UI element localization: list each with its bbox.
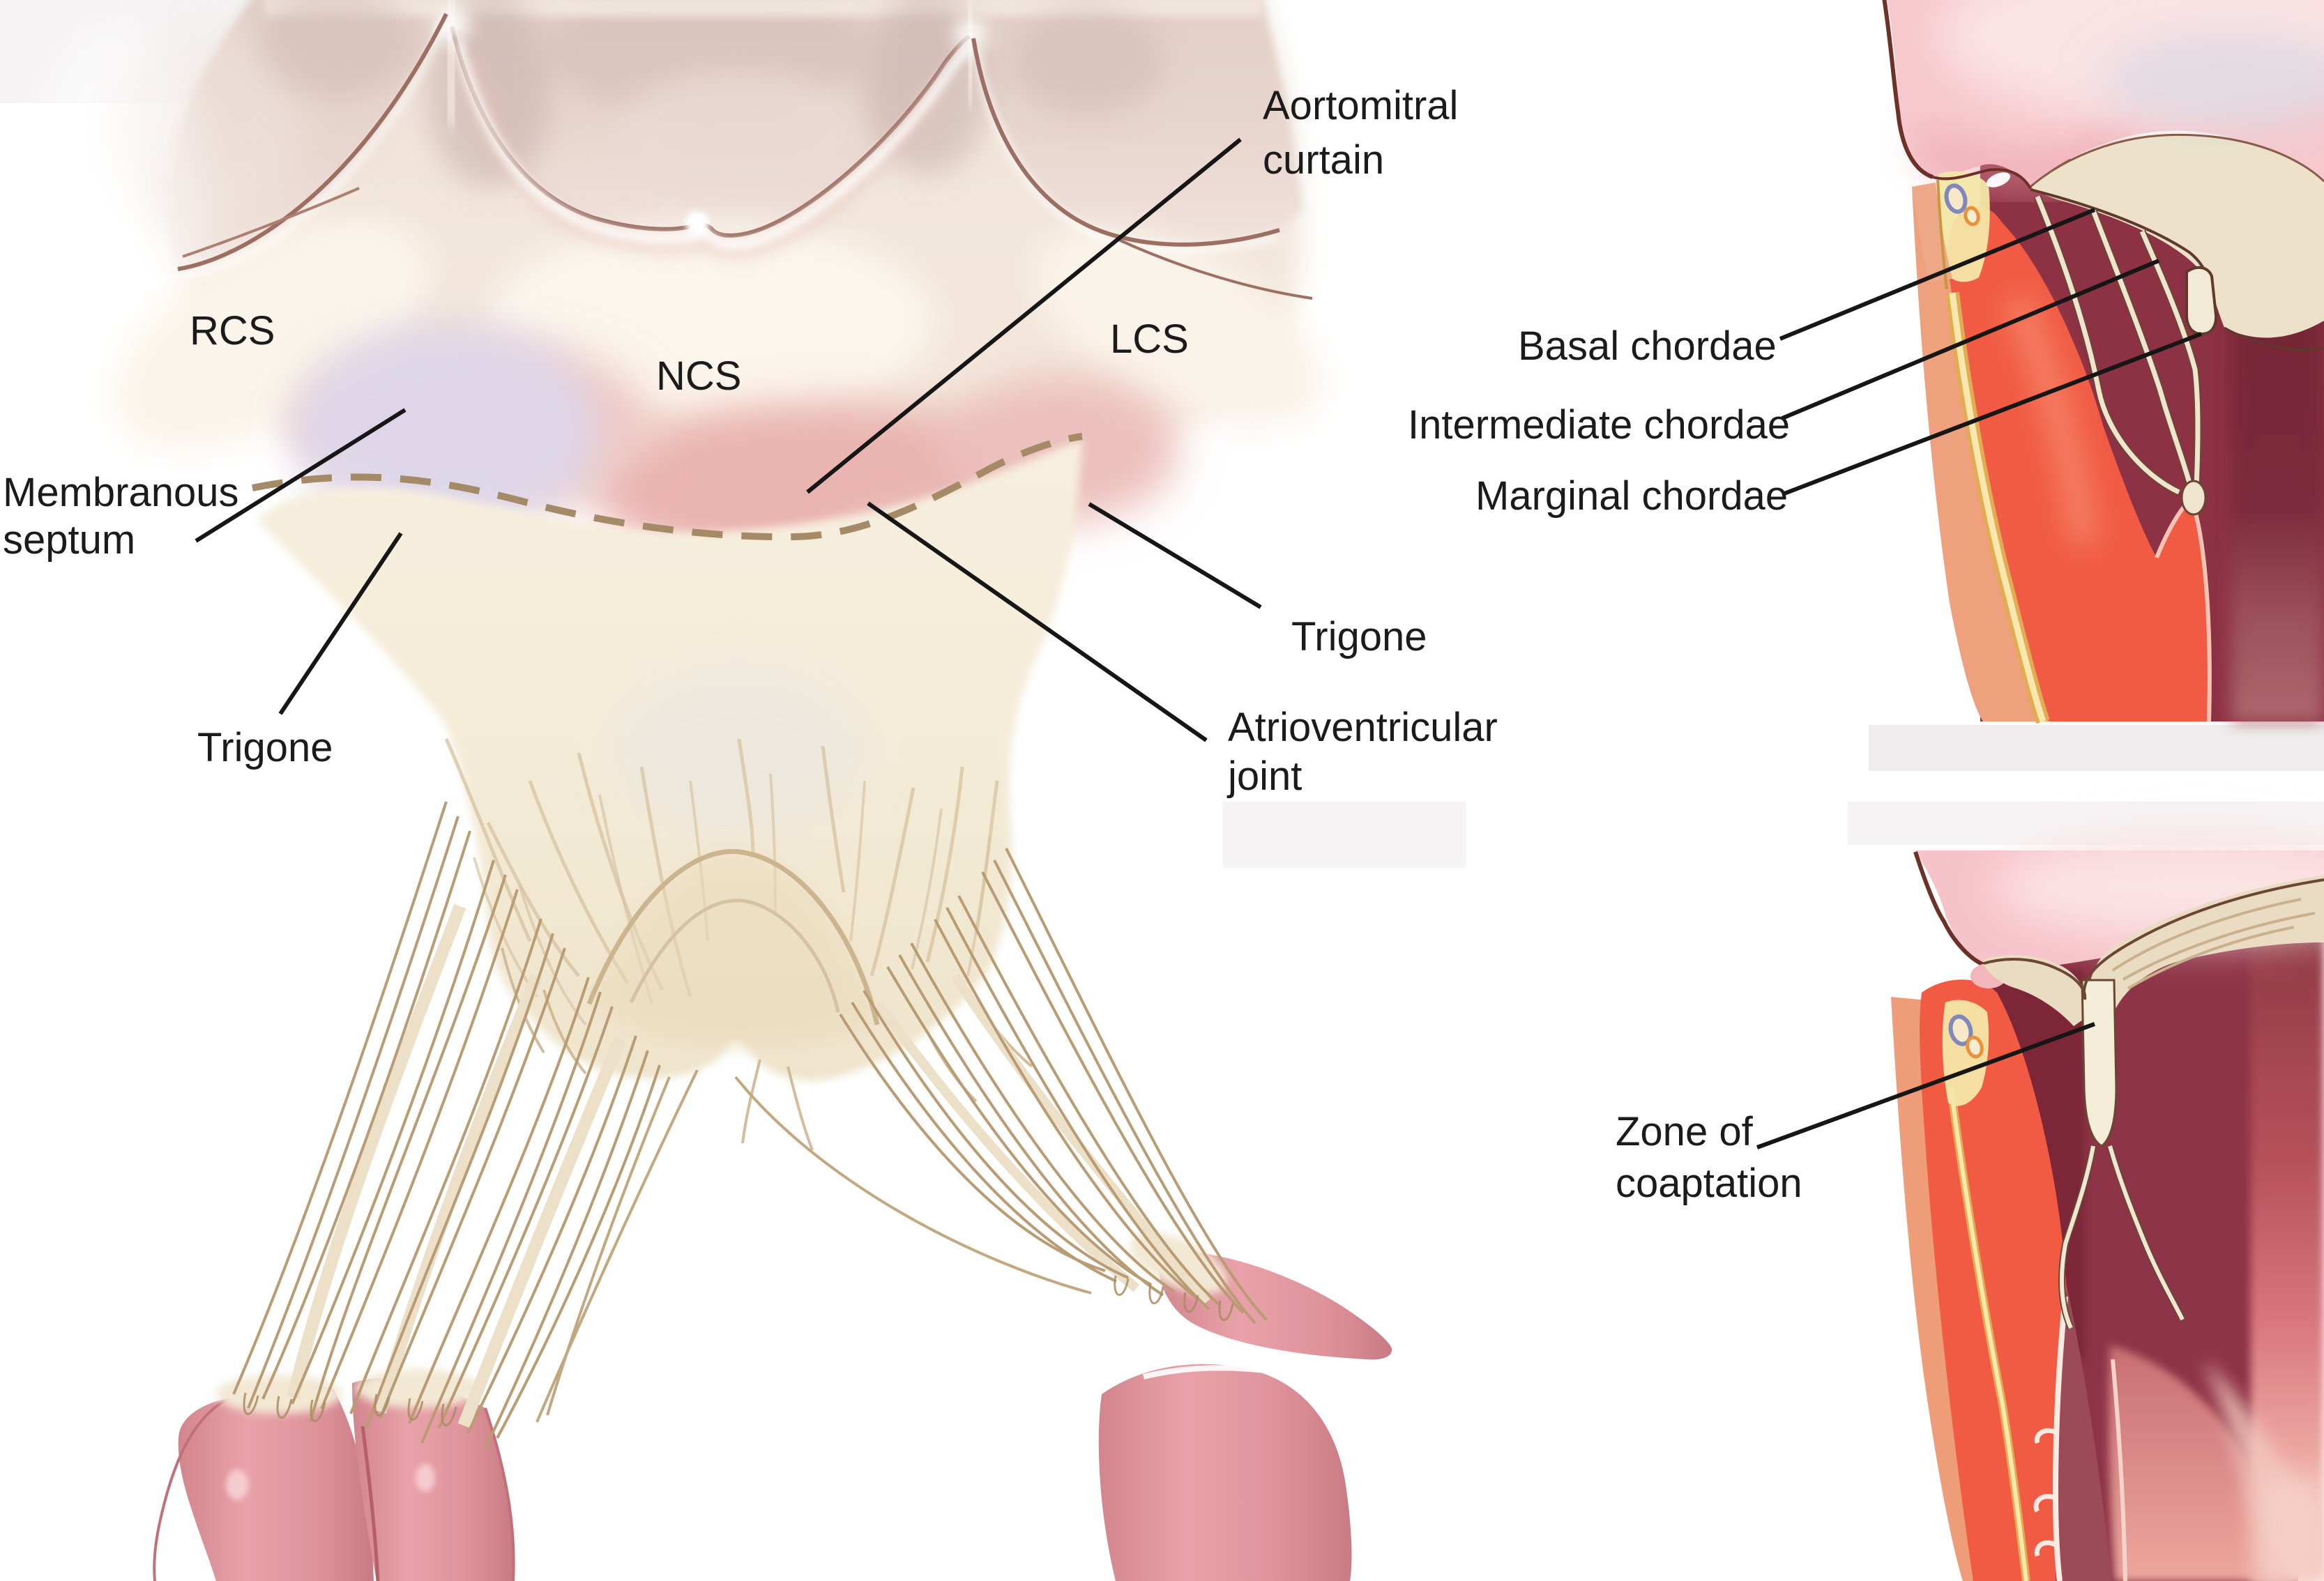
svg-text:Aortomitral: Aortomitral (1263, 83, 1458, 128)
svg-text:joint: joint (1226, 754, 1302, 799)
svg-text:Atrioventricular: Atrioventricular (1228, 705, 1498, 750)
svg-text:Trigone: Trigone (1291, 614, 1427, 659)
svg-text:Basal chordae: Basal chordae (1518, 323, 1777, 369)
svg-text:Marginal chordae: Marginal chordae (1475, 473, 1788, 519)
svg-text:LCS: LCS (1110, 316, 1189, 362)
svg-text:Trigone: Trigone (197, 725, 333, 770)
svg-text:coaptation: coaptation (1616, 1161, 1802, 1206)
svg-text:Intermediate chordae: Intermediate chordae (1408, 402, 1790, 448)
svg-text:curtain: curtain (1263, 137, 1384, 183)
svg-text:RCS: RCS (190, 308, 275, 353)
svg-text:septum: septum (3, 517, 135, 563)
svg-text:Membranous: Membranous (3, 470, 238, 515)
svg-text:Zone of: Zone of (1616, 1109, 1754, 1154)
svg-text:NCS: NCS (656, 353, 741, 399)
